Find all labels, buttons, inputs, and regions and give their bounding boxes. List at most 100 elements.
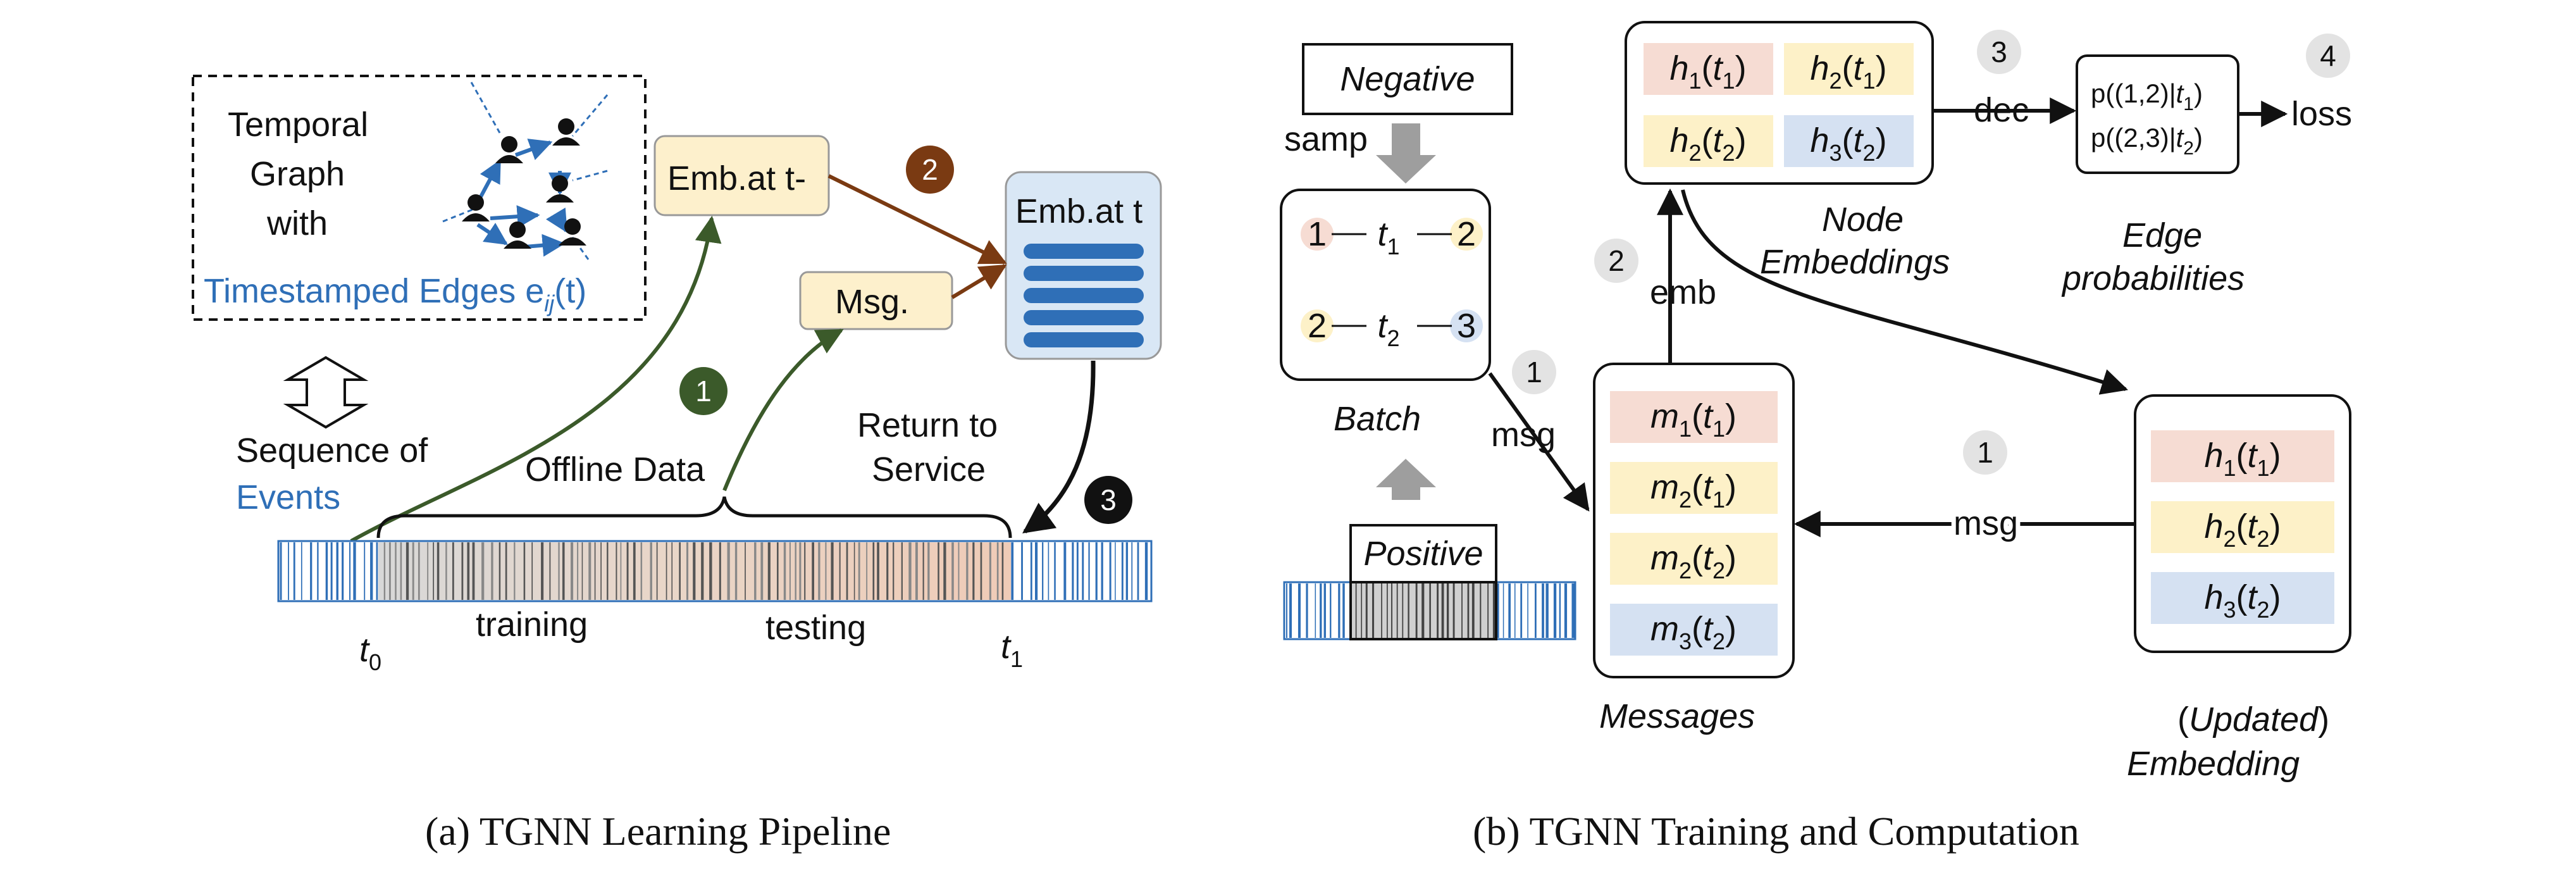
node-emb-caption-line2: Embeddings xyxy=(1760,243,1950,281)
svg-text:1: 1 xyxy=(1977,436,1993,469)
message-label: m1(t1) xyxy=(1650,397,1737,442)
msg-label-left: msg xyxy=(1491,416,1556,454)
negative-down-arrow xyxy=(1376,123,1436,184)
messages-rows: m1(t1)m2(t1)m2(t2)m3(t2) xyxy=(1610,391,1778,656)
node-embedding-label: h2(t1) xyxy=(1810,49,1886,94)
probability-rows: p((1,2)|t1) p((2,3)|t2) xyxy=(2091,78,2203,159)
arrow-to-msg xyxy=(722,328,844,492)
graph-label-line1: Temporal xyxy=(228,106,368,144)
step-b2-badge: 2 xyxy=(1594,239,1638,283)
msg-label: Msg. xyxy=(835,283,909,321)
emb-label: emb xyxy=(1650,273,1716,311)
batch-node-label: 2 xyxy=(1308,307,1327,345)
batch-node xyxy=(1301,218,1334,251)
emb-prev-box: Emb.at t- xyxy=(653,135,830,216)
message-row xyxy=(1610,462,1778,514)
sequence-label-line2: Events xyxy=(236,478,340,516)
node-embedding-label: h1(t1) xyxy=(1669,49,1746,94)
svg-text:2: 2 xyxy=(1608,244,1625,277)
batch-to-messages-arrow xyxy=(1488,372,1590,512)
updated-embedding-label: h1(t1) xyxy=(2204,437,2281,481)
double-arrow-icon xyxy=(283,356,369,429)
step-b1-badge: 1 xyxy=(1512,350,1556,394)
updated-embedding-row xyxy=(2151,572,2334,624)
arrow-msg-to-now xyxy=(951,264,1007,299)
loss-label: loss xyxy=(2291,95,2352,133)
return-label-line2: Service xyxy=(872,451,986,489)
training-label: training xyxy=(476,606,588,644)
negative-label: Negative xyxy=(1340,60,1475,98)
updated-caption-line2: Embedding xyxy=(2127,745,2300,783)
batch-edge-time: t2 xyxy=(1377,307,1399,351)
batch-node-label: 2 xyxy=(1457,215,1476,253)
offline-brace xyxy=(376,496,1012,539)
batch-node xyxy=(1450,309,1483,342)
updated-embedding-label: h3(t2) xyxy=(2204,578,2281,623)
batch-edge-time: t1 xyxy=(1377,215,1399,259)
messages-box: m1(t1)m2(t1)m2(t2)m3(t2) xyxy=(1593,363,1795,678)
updated-rows: h1(t1) h2(t2) h3(t2) xyxy=(2151,430,2334,624)
graph-label-line2: Graph xyxy=(250,155,345,193)
emb-now-box: Emb.at t xyxy=(1005,171,1162,360)
message-row xyxy=(1610,533,1778,585)
node-emb-caption-line1: Node xyxy=(1822,201,1904,239)
node-embedding-cell xyxy=(1784,43,1914,95)
edge-probability: p((1,2)|t1) xyxy=(2091,78,2203,115)
msg-box: Msg. xyxy=(799,271,953,330)
msg-label-right: msg xyxy=(1954,504,2018,542)
updated-embedding-label: h2(t2) xyxy=(2204,508,2281,552)
testing-label: testing xyxy=(765,609,866,647)
caption-a: (a) TGNN Learning Pipeline xyxy=(425,809,891,854)
panel-a: Temporal Graph with Timestamped Edges ei… xyxy=(192,75,1162,854)
t1-label: t1 xyxy=(1001,628,1023,672)
svg-text:2: 2 xyxy=(922,153,938,186)
batch-node xyxy=(1301,309,1334,342)
message-row xyxy=(1610,391,1778,443)
batch-node-label: 3 xyxy=(1457,307,1476,345)
message-label: m2(t2) xyxy=(1650,539,1737,583)
samp-label: samp xyxy=(1284,120,1368,158)
node-embedding-cell xyxy=(1644,115,1773,167)
positive-bar: Positive xyxy=(1283,524,1576,640)
step-b4-badge: 4 xyxy=(2306,34,2350,78)
graph-label-line3: with xyxy=(266,204,328,242)
node-embedding-label: h3(t2) xyxy=(1810,122,1886,166)
edge-probability: p((2,3)|t2) xyxy=(2091,123,2203,159)
dec-label: dec xyxy=(1974,91,2029,129)
graph-label-line4: Timestamped Edges eij(t) xyxy=(204,272,586,316)
batch-edges: 1 2 t1 2 3 t2 xyxy=(1301,215,1483,351)
node-embedding-cell xyxy=(1644,43,1773,95)
positive-up-arrow xyxy=(1376,459,1436,500)
svg-text:4: 4 xyxy=(2320,39,2336,72)
svg-text:1: 1 xyxy=(695,375,712,408)
arrow-return-to-service xyxy=(1022,360,1096,533)
step-b3-badge: 3 xyxy=(1977,30,2021,74)
updated-caption-line1: (Updated) xyxy=(2177,701,2329,738)
batch-node-label: 1 xyxy=(1308,215,1327,253)
arrow-emb-prev-to-now xyxy=(827,174,1007,265)
node-emb-to-updated-arrow xyxy=(1681,189,2129,395)
batch-node xyxy=(1450,218,1483,251)
offline-data-label: Offline Data xyxy=(525,451,705,489)
messages-caption: Messages xyxy=(1599,697,1755,735)
sequence-label-line1: Sequence of xyxy=(236,432,428,470)
node-embedding-cells: h1(t1) h2(t1) h2(t2) h3(t2) xyxy=(1644,43,1914,167)
edge-probabilities-box: p((1,2)|t1) p((2,3)|t2) xyxy=(2076,54,2239,174)
updated-embedding-box: h1(t1) h2(t2) h3(t2) xyxy=(2134,394,2351,653)
svg-text:3: 3 xyxy=(1100,483,1117,516)
t0-label: t0 xyxy=(359,631,381,675)
positive-label: Positive xyxy=(1363,535,1483,573)
step-b1b-badge: 1 xyxy=(1963,430,2007,475)
node-embedding-cell xyxy=(1784,115,1914,167)
emb-prev-label: Emb.at t- xyxy=(667,159,806,197)
return-label-line1: Return to xyxy=(857,406,998,444)
message-label: m2(t1) xyxy=(1650,468,1737,513)
node-embedding-label: h2(t2) xyxy=(1669,122,1746,166)
updated-embedding-row xyxy=(2151,430,2334,482)
svg-text:1: 1 xyxy=(1526,356,1542,389)
updated-embedding-row xyxy=(2151,501,2334,553)
edge-prob-caption-line1: Edge xyxy=(2122,216,2202,254)
step-3-badge: 3 xyxy=(1084,476,1132,524)
batch-label: Batch xyxy=(1334,400,1421,438)
message-row xyxy=(1610,604,1778,656)
